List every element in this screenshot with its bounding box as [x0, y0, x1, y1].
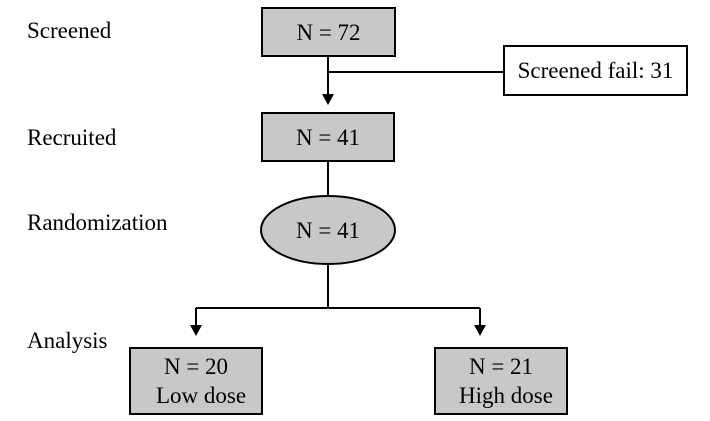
stage-label-screened: Screened	[27, 18, 112, 43]
stage-label-randomization: Randomization	[27, 210, 168, 235]
arrow-to-recruited	[322, 94, 334, 105]
node-screened-count: N = 72	[296, 20, 360, 45]
stage-label-recruited: Recruited	[27, 125, 117, 150]
node-low-dose	[129, 347, 263, 415]
node-screened	[261, 7, 396, 57]
arrow-to-high-dose	[474, 325, 486, 336]
node-screen-fail	[503, 45, 688, 96]
node-high-dose	[434, 347, 568, 415]
node-high-dose-group: High dose	[459, 383, 553, 408]
node-randomized	[260, 195, 396, 265]
node-high-dose-count: N = 21	[469, 354, 533, 379]
stage-label-analysis: Analysis	[27, 328, 108, 353]
node-recruited-count: N = 41	[296, 125, 360, 150]
node-low-dose-group: Low dose	[156, 383, 246, 408]
node-screen-fail-label: Screened fail: 31	[518, 58, 674, 83]
node-low-dose-count: N = 20	[164, 354, 228, 379]
node-randomized-count: N = 41	[296, 218, 360, 243]
node-recruited	[261, 112, 395, 162]
arrow-to-low-dose	[190, 325, 202, 336]
